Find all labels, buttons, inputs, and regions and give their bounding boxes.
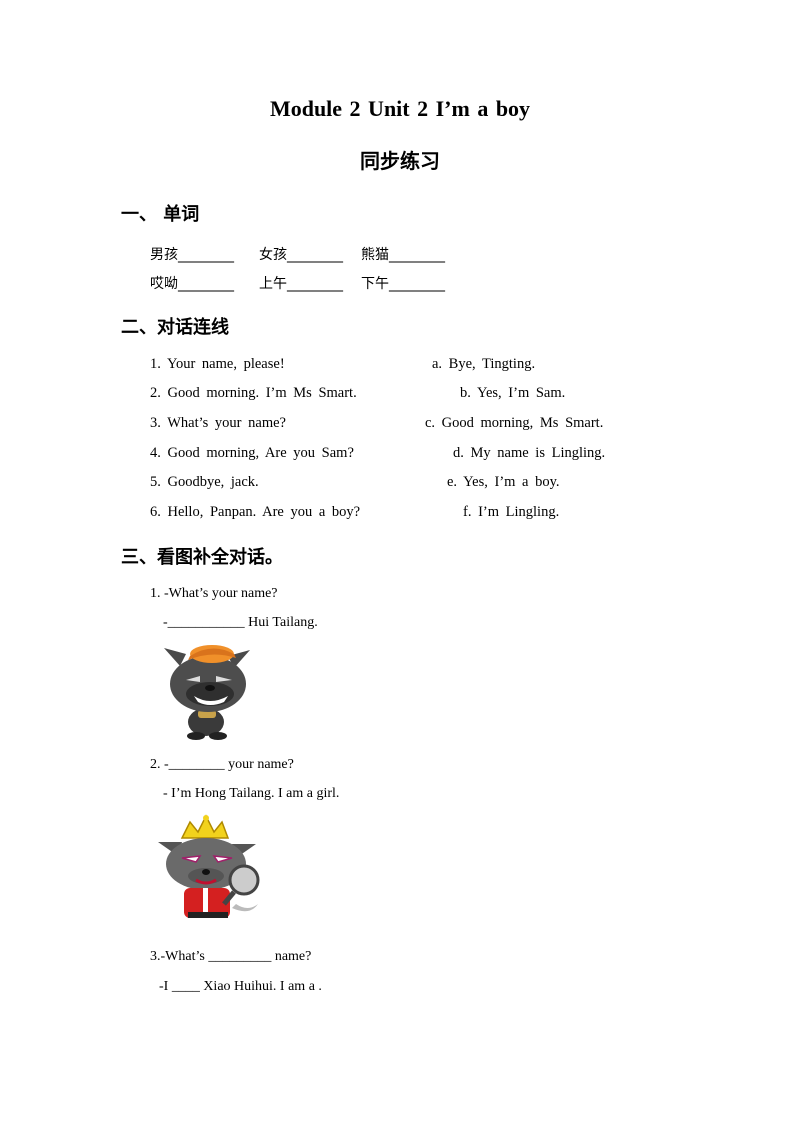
vocab-item: 哎呦________ — [150, 276, 234, 292]
question-1-line-2: -___________ Hui Tailang. — [163, 615, 318, 630]
dialogue-right-f: f. I’m Lingling. — [463, 504, 560, 520]
dialogue-left-6: 6. Hello, Panpan. Are you a boy? — [150, 504, 361, 520]
red-wolf-illustration — [158, 814, 260, 918]
section-2-heading: 二、对话连线 — [121, 317, 229, 338]
vocab-item: 上午________ — [259, 276, 343, 292]
dialogue-right-b: b. Yes, I’m Sam. — [460, 385, 566, 401]
question-1-line-1: 1. -What’s your name? — [150, 586, 278, 601]
dialogue-right-a: a. Bye, Tingting. — [432, 356, 536, 372]
dialogue-left-3: 3. What’s your name? — [150, 415, 286, 431]
question-2-line-1: 2. -________ your name? — [150, 757, 294, 772]
dialogue-left-5: 5. Goodbye, jack. — [150, 474, 259, 490]
vocab-item: 熊猫________ — [361, 247, 445, 263]
question-3-line-1: 3.-What’s _________ name? — [150, 949, 312, 964]
page-subtitle: 同步练习 — [360, 149, 440, 173]
section-3-heading: 三、看图补全对话。 — [121, 547, 283, 568]
vocab-item: 下午________ — [361, 276, 445, 292]
question-3-line-2: -I ____ Xiao Huihui. I am a . — [159, 979, 322, 994]
vocab-item: 女孩________ — [259, 247, 343, 263]
dialogue-right-e: e. Yes, I’m a boy. — [447, 474, 560, 490]
dialogue-left-2: 2. Good morning. I’m Ms Smart. — [150, 385, 357, 401]
grey-wolf-illustration — [164, 645, 250, 740]
dialogue-left-1: 1. Your name, please! — [150, 356, 285, 372]
page-title: Module 2 Unit 2 I’m a boy — [269, 96, 531, 121]
question-2-line-2: - I’m Hong Tailang. I am a girl. — [163, 786, 340, 801]
dialogue-left-4: 4. Good morning, Are you Sam? — [150, 445, 354, 461]
dialogue-right-d: d. My name is Lingling. — [453, 445, 606, 461]
dialogue-right-c: c. Good morning, Ms Smart. — [425, 415, 604, 431]
vocab-item: 男孩________ — [150, 247, 234, 263]
section-1-heading: 一、 单词 — [121, 204, 200, 225]
